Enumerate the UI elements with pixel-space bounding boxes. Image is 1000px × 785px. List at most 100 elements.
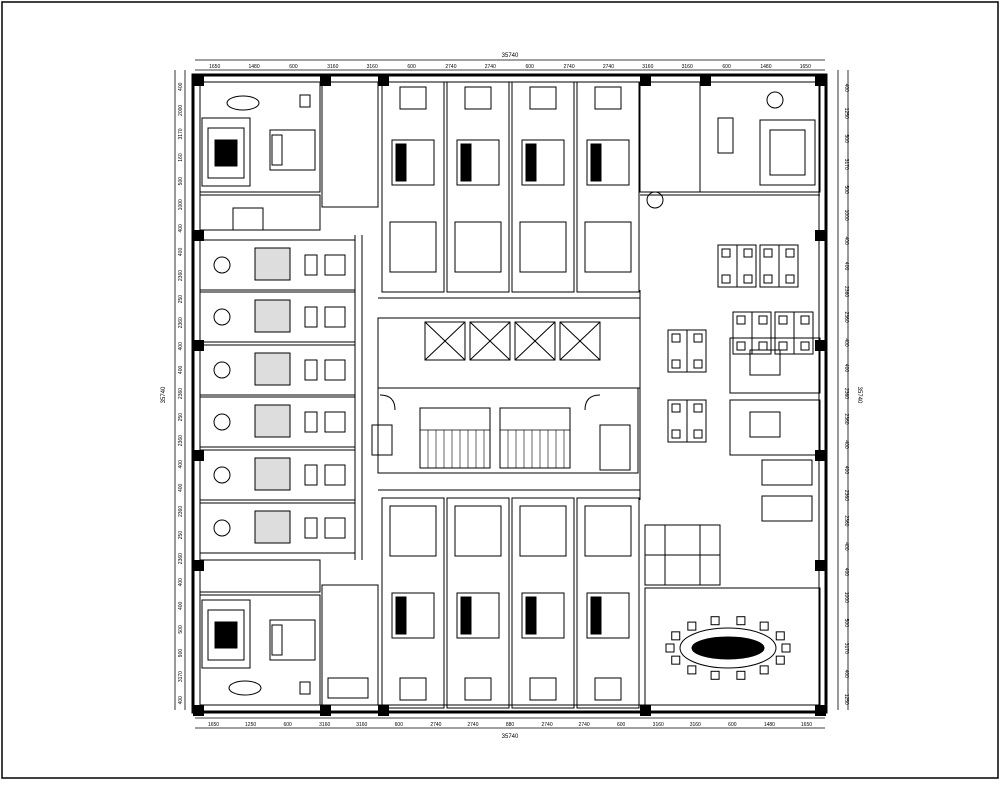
corridor-walls <box>354 235 641 560</box>
column <box>815 705 826 716</box>
chair <box>759 665 769 675</box>
conference-room <box>644 587 821 706</box>
dimension-label: 400 <box>178 601 184 610</box>
chair <box>775 655 785 665</box>
column <box>320 75 331 86</box>
dimension-label: 1250 <box>245 722 256 728</box>
dimension-label: 400 <box>843 236 849 245</box>
dimension-label: 1650 <box>800 64 811 70</box>
dimension-label: 2360 <box>843 413 849 424</box>
workstation-cluster <box>774 311 814 355</box>
dimension-label: 3160 <box>690 722 701 728</box>
guest-room <box>381 497 445 709</box>
dimension-label: 400 <box>843 568 849 577</box>
column <box>320 705 331 716</box>
dimension-label: 3170 <box>843 159 849 170</box>
dimension-label: 600 <box>289 64 298 70</box>
dimension-label: 600 <box>283 722 292 728</box>
dimension-label: 600 <box>526 64 535 70</box>
guest-room <box>199 502 356 554</box>
chair <box>775 631 785 641</box>
elevator-shaft-2 <box>469 321 511 361</box>
office-suite-top-right <box>639 81 821 209</box>
chair <box>671 655 681 665</box>
dimension-label: 3160 <box>319 722 330 728</box>
left-dimension-labels: 4002000317016050010004004002360250236040… <box>178 82 184 704</box>
guest-room <box>381 81 445 293</box>
column <box>193 560 204 571</box>
column <box>193 450 204 461</box>
workstation-cluster <box>667 329 707 373</box>
dimension-label: 3160 <box>642 64 653 70</box>
guest-room <box>576 81 640 293</box>
dimension-label: 400 <box>178 460 184 469</box>
dimension-label: 2360 <box>178 270 184 281</box>
dimension-label: 900 <box>178 649 184 658</box>
chair <box>736 670 746 680</box>
guest-room <box>199 396 356 448</box>
chair <box>665 643 675 653</box>
dimension-label: 1000 <box>843 210 849 221</box>
chair <box>759 621 769 631</box>
building-core <box>371 317 641 474</box>
guest-room <box>199 449 356 501</box>
column <box>640 75 651 86</box>
dimension-label: 600 <box>395 722 404 728</box>
dimension-label: 400 <box>843 364 849 373</box>
column <box>193 705 204 716</box>
chair <box>687 621 697 631</box>
stair-1 <box>419 407 491 469</box>
dimension-label: 2360 <box>843 490 849 501</box>
dimension-label: 400 <box>178 224 184 233</box>
dimension-label: 400 <box>178 248 184 257</box>
dimension-label: 2360 <box>843 388 849 399</box>
dimension-label: 500 <box>843 619 849 628</box>
guest-room <box>199 291 356 343</box>
dimension-label: 2740 <box>579 722 590 728</box>
dimension-label: 2360 <box>843 286 849 297</box>
column <box>700 75 711 86</box>
guest-room <box>511 81 575 293</box>
column <box>640 705 651 716</box>
dimension-label: 500 <box>843 135 849 144</box>
dimension-label: 2360 <box>178 435 184 446</box>
dimension-label: 400 <box>843 542 849 551</box>
dimension-label: 2740 <box>445 64 456 70</box>
guest-room <box>199 239 356 291</box>
dimension-label: 400 <box>843 84 849 93</box>
column <box>193 340 204 351</box>
open-office-workstations <box>667 244 814 443</box>
dimension-lines <box>174 59 849 729</box>
dimension-label: 3170 <box>178 671 184 682</box>
chair <box>736 616 746 626</box>
dimension-label: 400 <box>178 342 184 351</box>
dimension-label: 3160 <box>367 64 378 70</box>
overall-dim-left: 35740 <box>161 386 167 403</box>
column <box>378 705 389 716</box>
dimension-label: 2360 <box>843 515 849 526</box>
dimension-label: 2360 <box>178 317 184 328</box>
private-offices <box>729 337 821 522</box>
dimension-label: 880 <box>506 722 515 728</box>
dimension-label: 2740 <box>564 64 575 70</box>
dimension-label: 2360 <box>178 388 184 399</box>
left-guest-rooms <box>199 239 356 554</box>
restroom-block <box>644 524 721 586</box>
dimension-label: 1650 <box>208 722 219 728</box>
overall-dim-bottom: 35740 <box>502 734 519 740</box>
dimension-label: 250 <box>178 531 184 540</box>
workstation-cluster <box>667 399 707 443</box>
dimension-label: 400 <box>178 82 184 91</box>
dimension-label: 3160 <box>327 64 338 70</box>
guest-room <box>446 81 510 293</box>
dimension-label: 3160 <box>356 722 367 728</box>
chair <box>781 643 791 653</box>
dimension-label: 1650 <box>801 722 812 728</box>
dimension-label: 2740 <box>467 722 478 728</box>
elevator-shaft-3 <box>514 321 556 361</box>
stair-2 <box>499 407 571 469</box>
